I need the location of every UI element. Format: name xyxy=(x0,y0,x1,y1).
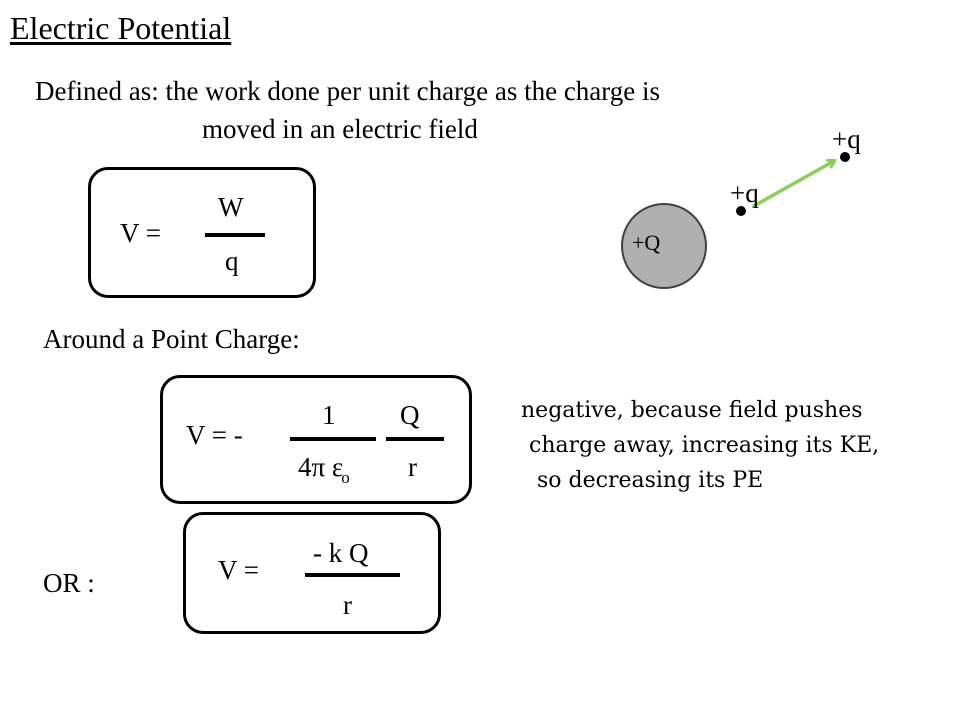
formula2-lhs: V = - xyxy=(186,420,243,450)
point-charge-heading: Around a Point Charge: xyxy=(43,324,300,354)
displacement-arrow xyxy=(751,161,834,209)
epsilon-subscript: o xyxy=(341,468,350,487)
formula1-numerator: W xyxy=(218,192,244,222)
formula3-fraction-bar xyxy=(305,573,400,577)
note-line-1: negative, because field pushes xyxy=(521,398,863,423)
test-charge-start-dot xyxy=(736,206,746,216)
formula-box-point-charge xyxy=(160,375,472,504)
formula3-lhs: V = xyxy=(218,555,259,585)
formula-box-coulomb-constant xyxy=(183,512,441,634)
definition-line-2: moved in an electric field xyxy=(202,114,478,144)
formula3-numerator: - k Q xyxy=(313,538,369,568)
source-charge-label: +Q xyxy=(632,230,661,255)
formula1-fraction-bar xyxy=(205,233,265,237)
test-charge-end-dot xyxy=(840,152,850,162)
formula1-lhs: V = xyxy=(120,218,161,248)
formula2-denominator-2: r xyxy=(408,452,417,482)
formula-box-work-per-charge xyxy=(88,167,316,298)
source-charge-sphere xyxy=(621,203,707,289)
page-title: Electric Potential xyxy=(10,10,232,46)
or-label: OR : xyxy=(43,568,95,598)
test-charge-start-label: +q xyxy=(730,178,759,208)
formula2-numerator-1: 1 xyxy=(322,400,336,430)
formula2-fraction-bar-2 xyxy=(386,437,444,441)
note-line-2: charge away, increasing its KE, xyxy=(529,433,880,458)
test-charge-end-label: +q xyxy=(832,124,861,154)
formula2-numerator-2: Q xyxy=(400,400,420,430)
formula1-denominator: q xyxy=(225,246,239,276)
formula3-denominator: r xyxy=(343,590,352,620)
formula2-fraction-bar-1 xyxy=(290,437,376,441)
note-line-3: so decreasing its PE xyxy=(537,468,764,493)
formula2-denominator-1: 4π εo xyxy=(298,452,350,487)
definition-line-1: Defined as: the work done per unit charg… xyxy=(35,76,661,106)
